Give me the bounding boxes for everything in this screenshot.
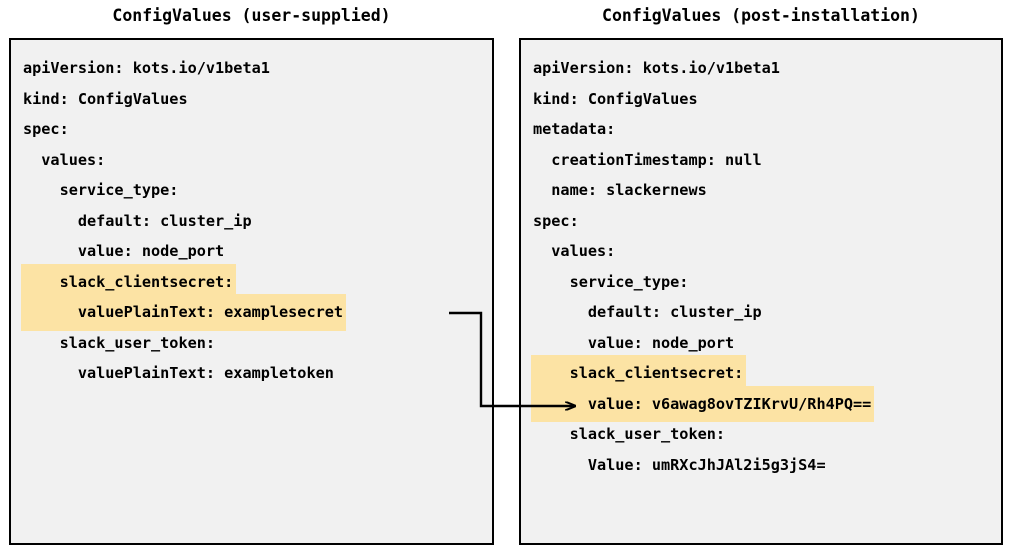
- left-panel-code: apiVersion: kots.io/v1beta1 kind: ConfigV…: [11, 52, 492, 388]
- code-line-text: spec:: [23, 120, 69, 138]
- code-line: creationTimestamp: null: [521, 144, 1001, 175]
- code-line: values:: [521, 235, 1001, 266]
- code-line-text: apiVersion: kots.io/v1beta1: [533, 59, 780, 77]
- code-line: name: slackernews: [521, 174, 1001, 205]
- code-line: value: node_port: [521, 327, 1001, 358]
- code-line-text: value: node_port: [533, 333, 735, 352]
- code-line-text: valuePlainText: exampletoken: [23, 364, 334, 382]
- code-line: service_type:: [521, 266, 1001, 297]
- code-line: slack_clientsecret:: [521, 357, 1001, 390]
- code-line: metadata:: [521, 113, 1001, 144]
- code-line: value: node_port: [11, 235, 492, 266]
- code-line-text: creationTimestamp: null: [533, 150, 762, 169]
- code-line-text: kind: ConfigValues: [23, 89, 188, 108]
- code-line-text: Value: umRXcJhJAl2i5g3jS4=: [533, 455, 826, 474]
- code-line-text: value: v6awag8ovTZIKrvU/Rh4PQ==: [533, 387, 873, 420]
- right-panel-code: apiVersion: kots.io/v1beta1 kind: ConfigV…: [521, 52, 1001, 479]
- left-panel-title: ConfigValues (user-supplied): [112, 6, 391, 25]
- code-line: apiVersion: kots.io/v1beta1: [11, 52, 492, 83]
- code-line: value: v6awag8ovTZIKrvU/Rh4PQ==: [521, 387, 1001, 420]
- code-line: kind: ConfigValues: [521, 83, 1001, 114]
- code-line-text: slack_user_token:: [533, 425, 726, 443]
- code-line: Value: umRXcJhJAl2i5g3jS4=: [521, 449, 1001, 480]
- code-line-text: default: cluster_ip: [23, 211, 252, 230]
- code-line-text: name: slackernews: [533, 181, 707, 199]
- code-line-text: metadata:: [533, 120, 616, 138]
- code-line: service_type:: [11, 174, 492, 205]
- code-line: kind: ConfigValues: [11, 83, 492, 114]
- left-panel-box: apiVersion: kots.io/v1beta1 kind: ConfigV…: [9, 38, 494, 545]
- code-line-text: slack_user_token:: [23, 333, 216, 352]
- right-panel-box: apiVersion: kots.io/v1beta1 kind: ConfigV…: [519, 38, 1003, 545]
- code-line: spec:: [521, 205, 1001, 236]
- code-line: slack_clientsecret:: [11, 265, 492, 298]
- code-line-text: service_type:: [533, 272, 689, 291]
- code-line-text: spec:: [533, 211, 579, 230]
- code-line-text: value: node_port: [23, 242, 225, 260]
- code-line: default: cluster_ip: [521, 296, 1001, 327]
- code-line-text: slack_clientsecret:: [23, 265, 235, 298]
- right-panel-title: ConfigValues (post-installation): [602, 6, 920, 25]
- code-line-text: values:: [533, 242, 616, 260]
- code-line: slack_user_token:: [521, 418, 1001, 449]
- code-line: default: cluster_ip: [11, 205, 492, 236]
- code-line: valuePlainText: examplesecret: [11, 296, 492, 329]
- code-line: slack_user_token:: [11, 327, 492, 358]
- code-line: apiVersion: kots.io/v1beta1: [521, 52, 1001, 83]
- code-line-text: default: cluster_ip: [533, 303, 762, 321]
- code-line-text: kind: ConfigValues: [533, 89, 698, 108]
- code-line-text: service_type:: [23, 181, 179, 199]
- code-line-text: apiVersion: kots.io/v1beta1: [23, 59, 270, 77]
- code-line: values:: [11, 144, 492, 175]
- code-line-text: values:: [23, 150, 106, 169]
- code-line-text: valuePlainText: examplesecret: [23, 296, 345, 329]
- code-line-text: slack_clientsecret:: [533, 357, 745, 390]
- code-line: valuePlainText: exampletoken: [11, 357, 492, 388]
- code-line: spec:: [11, 113, 492, 144]
